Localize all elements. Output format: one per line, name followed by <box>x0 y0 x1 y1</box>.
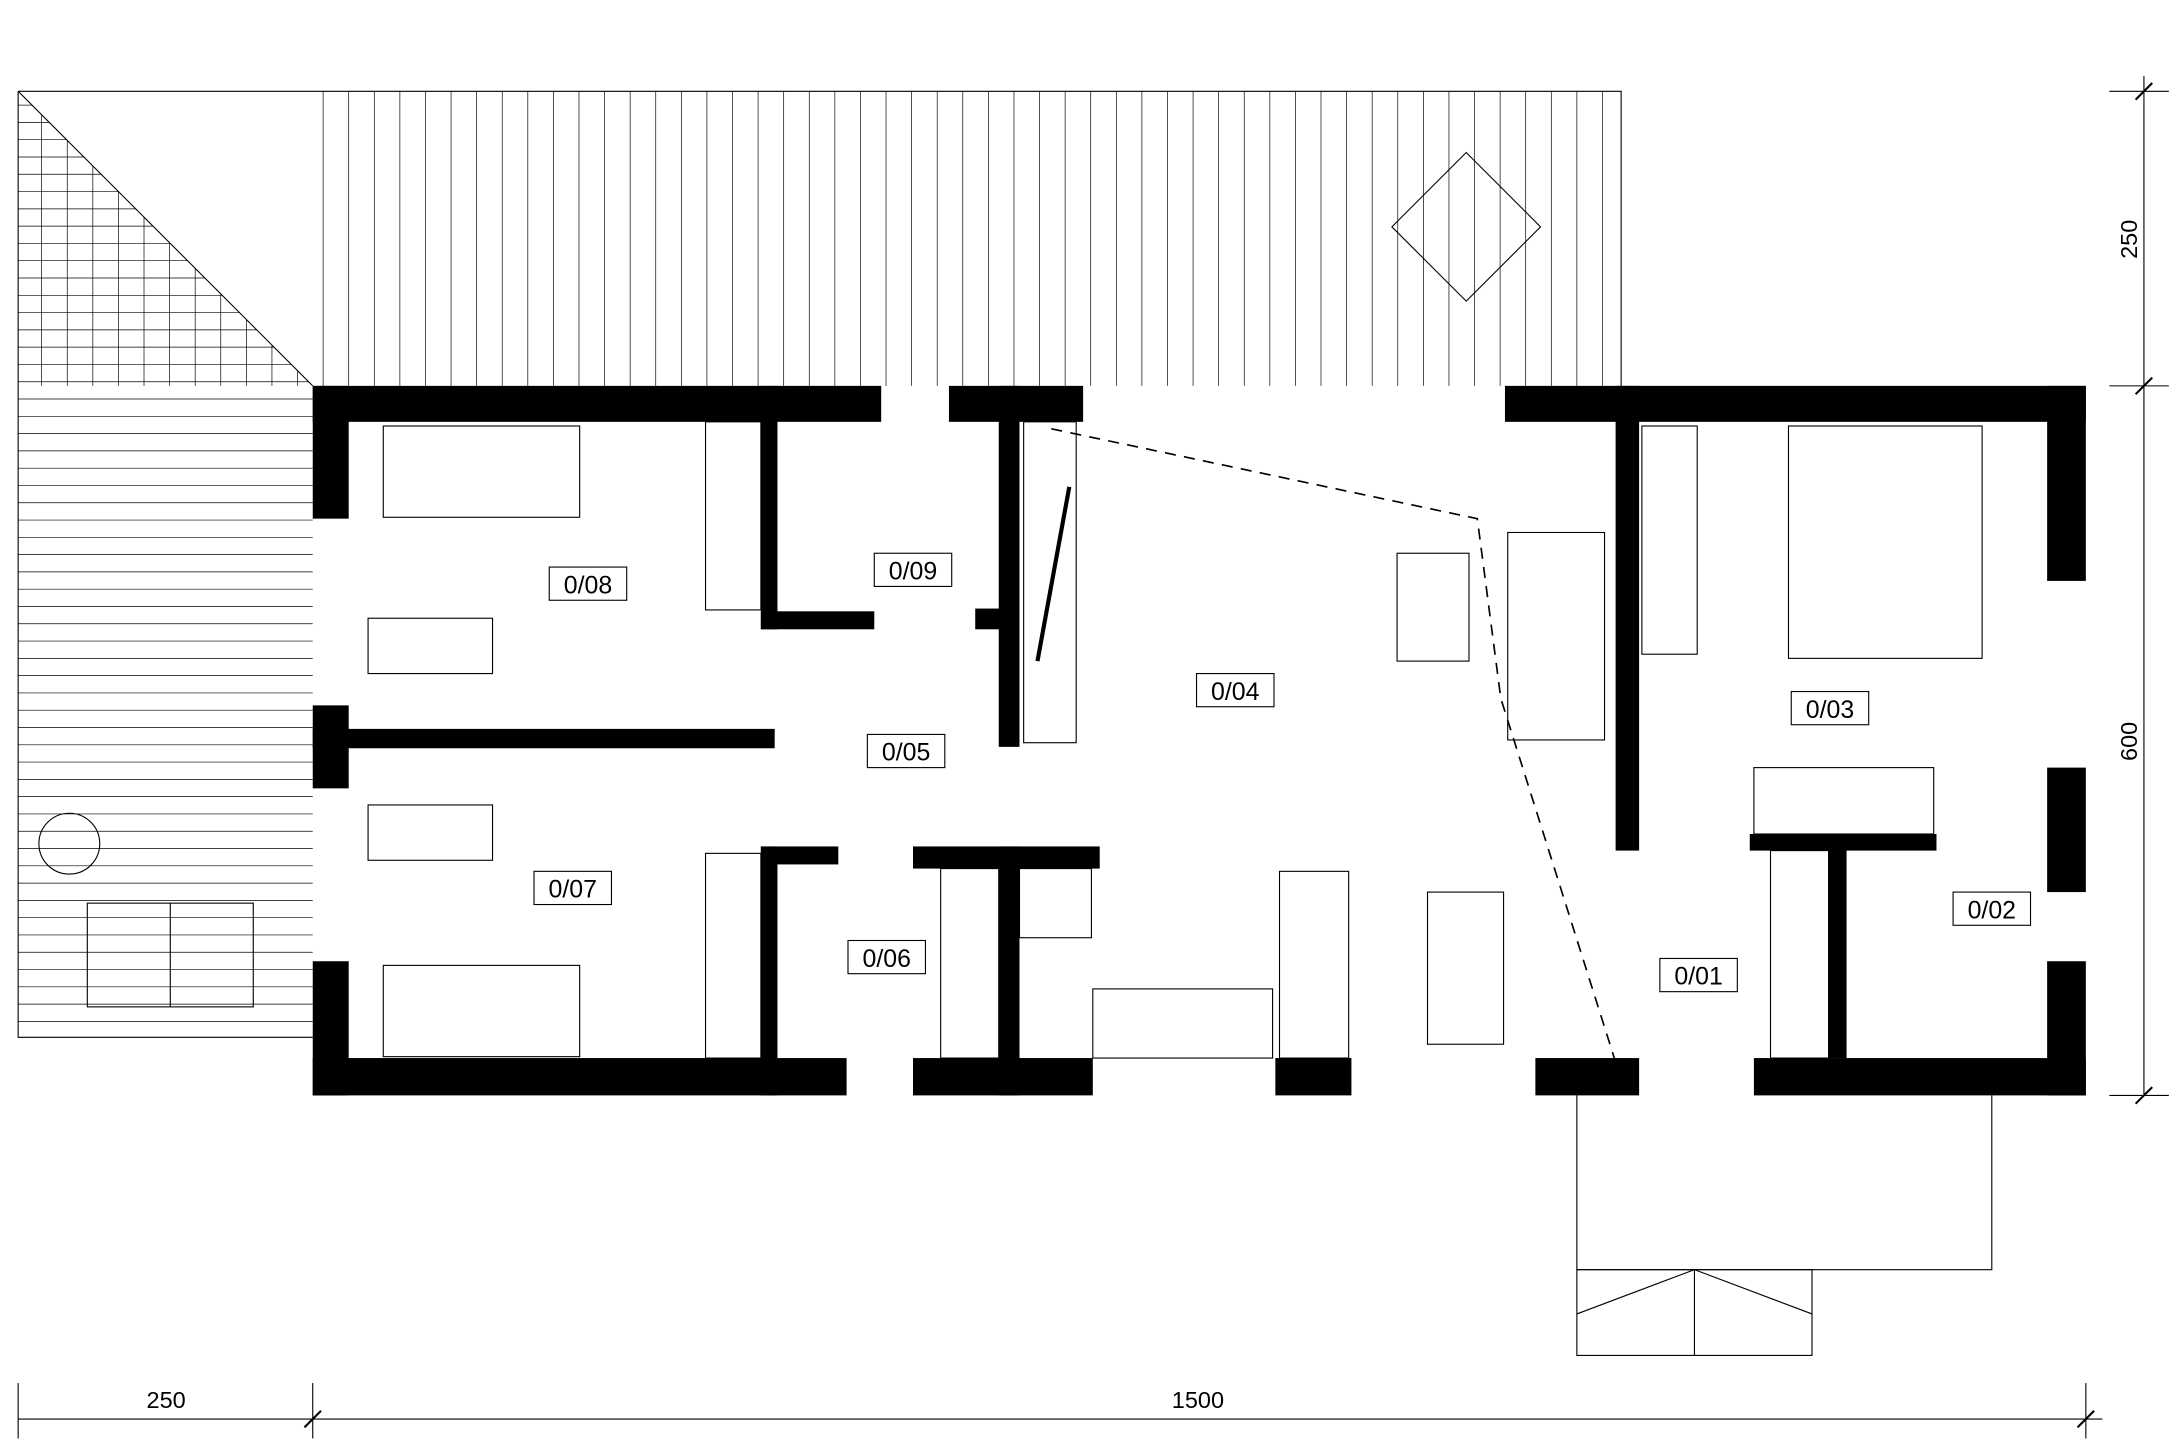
room-label-0-02: 0/02 <box>1952 891 2032 926</box>
room-id: 0/05 <box>882 739 930 767</box>
terrace-outline <box>18 90 1622 386</box>
room-id: 0/04 <box>1211 678 1260 706</box>
room-label-0-08: 0/08 <box>548 566 628 601</box>
room-label-0-07: 0/07 <box>533 870 613 906</box>
walls <box>312 385 2086 1096</box>
room-label-0-04: 0/04 <box>1195 673 1275 708</box>
dim-bottom-left: 250 <box>147 1387 186 1413</box>
room-label-0-01: 0/01 <box>1659 957 1738 993</box>
side-decking <box>18 104 313 1022</box>
room-label-0-09: 0/09 <box>873 552 953 587</box>
room-id: 0/07 <box>549 876 597 904</box>
room-label-0-05: 0/05 <box>866 733 946 769</box>
furniture <box>38 151 1993 1356</box>
room-labels: 0/08 0/09 0/05 0/04 0/07 0/06 0/03 0/02 … <box>533 552 2032 993</box>
room-id: 0/06 <box>863 945 911 973</box>
deck-outline <box>17 91 313 1038</box>
dim-right-main: 600 <box>2116 722 2142 761</box>
dim-right-top: 250 <box>2116 220 2142 259</box>
deck-diagonal <box>17 90 314 387</box>
room-id: 0/09 <box>889 558 937 586</box>
room-id: 0/02 <box>1968 896 2016 924</box>
terrace-decking <box>41 91 1603 386</box>
room-label-0-06: 0/06 <box>847 939 926 975</box>
circulation-path <box>1051 427 1617 1063</box>
room-id: 0/01 <box>1674 963 1722 991</box>
dimension-lines: 250 1500 250 600 <box>17 76 2169 1439</box>
dim-bottom-main: 1500 <box>1172 1387 1224 1413</box>
room-label-0-03: 0/03 <box>1790 690 1870 726</box>
room-id: 0/03 <box>1806 696 1854 724</box>
room-id: 0/08 <box>564 571 612 599</box>
